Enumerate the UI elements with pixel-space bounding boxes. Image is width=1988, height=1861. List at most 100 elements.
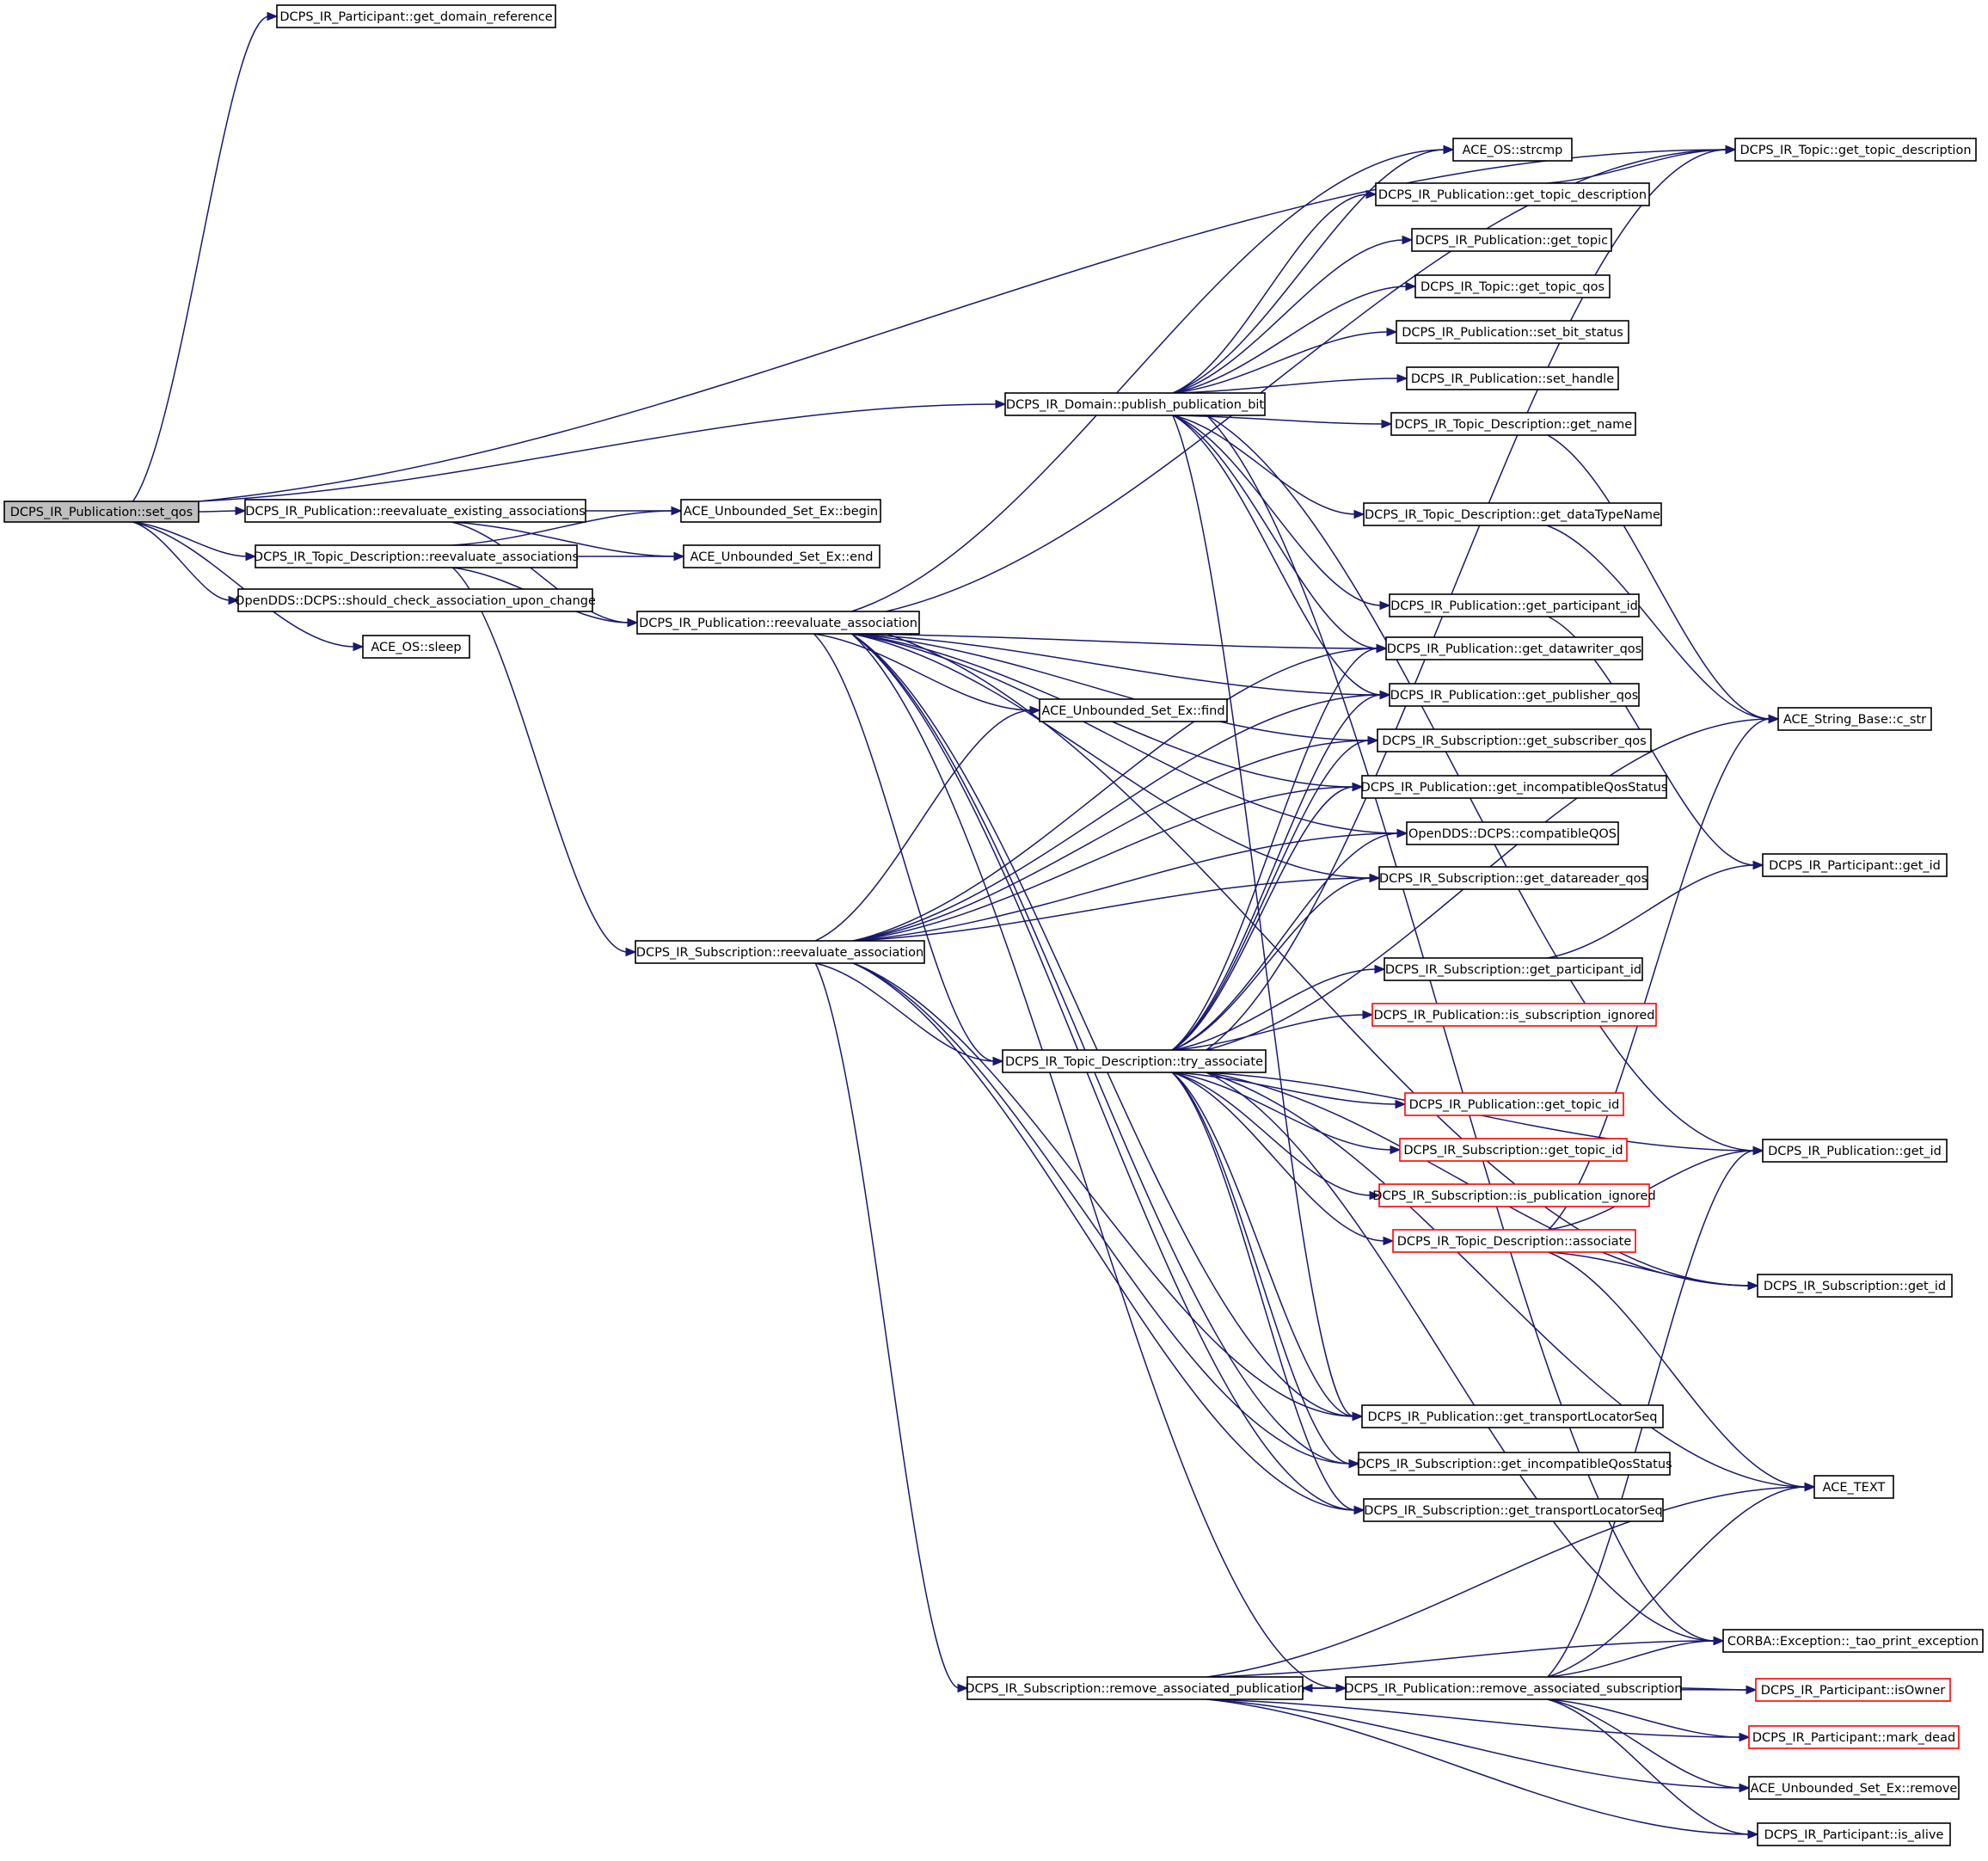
node-box — [636, 611, 920, 635]
node-box — [1371, 1003, 1657, 1027]
call-edge-try_associate-to-pub_get_transportLocatorSeq — [1171, 1072, 1364, 1422]
node-remove-associated-publication[interactable]: DCPS_IR_Subscription::remove_associated_… — [965, 1676, 1305, 1700]
call-edge-publish_publication_bit-to-td_get_dataTypeName — [1172, 415, 1365, 519]
node-label: CORBA::Exception::_tao_print_exception — [1727, 1635, 1979, 1649]
call-edge-td_get_name-to-c_str — [1547, 434, 1780, 724]
node-try-associate[interactable]: DCPS_IR_Topic_Description::try_associate — [1002, 1049, 1267, 1073]
node-pub-get-transportLocatorSeq[interactable]: DCPS_IR_Publication::get_transportLocato… — [1361, 1404, 1664, 1428]
node-pub-get-topic[interactable]: DCPS_IR_Publication::get_topic — [1411, 228, 1612, 252]
node-box — [1392, 1229, 1636, 1253]
node-get-publisher-qos[interactable]: DCPS_IR_Publication::get_publisher_qos — [1389, 683, 1640, 707]
node-mark-dead[interactable]: DCPS_IR_Participant::mark_dead — [1748, 1725, 1960, 1749]
node-sub-get-transportLocatorSeq[interactable]: DCPS_IR_Subscription::get_transportLocat… — [1363, 1498, 1664, 1522]
node-label: DCPS_IR_Publication::get_topic_descripti… — [1378, 188, 1647, 202]
node-td-get-name[interactable]: DCPS_IR_Topic_Description::get_name — [1390, 412, 1636, 436]
node-get-domain-reference[interactable]: DCPS_IR_Participant::get_domain_referenc… — [276, 4, 556, 28]
node-sub-reevaluate-association[interactable]: DCPS_IR_Subscription::reevaluate_associa… — [635, 940, 925, 964]
node-box — [255, 544, 578, 568]
node-box — [1406, 366, 1619, 390]
node-compatibleQOS[interactable]: OpenDDS::DCPS::compatibleQOS — [1406, 821, 1619, 845]
node-box — [1748, 1725, 1960, 1749]
node-set-remove[interactable]: ACE_Unbounded_Set_Ex::remove — [1748, 1776, 1960, 1800]
node-box — [1722, 1629, 1984, 1653]
node-td-associate[interactable]: DCPS_IR_Topic_Description::associate — [1392, 1229, 1636, 1253]
node-should-check[interactable]: OpenDDS::DCPS::should_check_association_… — [235, 588, 596, 612]
node-sub-get-incompatibleQosStatus[interactable]: DCPS_IR_Subscription::get_incompatibleQo… — [1356, 1452, 1672, 1476]
node-label: ACE_Unbounded_Set_Ex::find — [1041, 704, 1224, 718]
node-label: DCPS_IR_Subscription::get_incompatibleQo… — [1356, 1458, 1672, 1471]
call-edge-sub_get_participant_id-to-part_get_id — [1547, 860, 1764, 959]
node-strcmp[interactable]: ACE_OS::strcmp — [1452, 138, 1573, 162]
call-edge-set_qos-to-should_check — [132, 521, 240, 605]
node-box — [1002, 1049, 1267, 1073]
node-c-str[interactable]: ACE_String_Base::c_str — [1777, 707, 1932, 731]
node-is-subscription-ignored[interactable]: DCPS_IR_Publication::is_subscription_ign… — [1371, 1003, 1657, 1027]
node-get-datawriter-qos[interactable]: DCPS_IR_Publication::get_datawriter_qos — [1385, 636, 1643, 660]
node-label: DCPS_IR_Participant::get_id — [1769, 859, 1941, 873]
node-isOwner[interactable]: DCPS_IR_Participant::isOwner — [1755, 1678, 1951, 1702]
call-edge-publish_publication_bit-to-pub_get_topic_description — [1172, 189, 1377, 394]
node-box — [1406, 821, 1619, 845]
node-td-get-dataTypeName[interactable]: DCPS_IR_Topic_Description::get_dataTypeN… — [1363, 502, 1662, 526]
node-pub-get-topic-description[interactable]: DCPS_IR_Publication::get_topic_descripti… — [1375, 182, 1650, 206]
node-tao-print-exception[interactable]: CORBA::Exception::_tao_print_exception — [1722, 1629, 1984, 1653]
call-edge-publish_publication_bit-to-pub_get_transportLocatorSeq — [1172, 415, 1364, 1422]
node-is-publication-ignored[interactable]: DCPS_IR_Subscription::is_publication_ign… — [1372, 1183, 1656, 1207]
node-box — [1757, 1274, 1953, 1298]
node-box — [1396, 320, 1629, 344]
node-pub-get-id[interactable]: DCPS_IR_Publication::get_id — [1762, 1139, 1948, 1163]
node-find[interactable]: ACE_Unbounded_Set_Ex::find — [1039, 698, 1228, 722]
node-box — [1389, 593, 1640, 617]
node-publish-publication-bit[interactable]: DCPS_IR_Domain::publish_publication_bit — [1004, 392, 1266, 416]
call-edge-remove_associated_publication-to-mark_dead — [1206, 1698, 1751, 1742]
node-box — [3, 501, 199, 523]
node-set-qos[interactable]: DCPS_IR_Publication::set_qos — [3, 501, 199, 523]
node-label: DCPS_IR_Subscription::is_publication_ign… — [1372, 1189, 1655, 1203]
node-pub-get-participant-id[interactable]: DCPS_IR_Publication::get_participant_id — [1389, 593, 1640, 617]
node-topic-get-topic-description[interactable]: DCPS_IR_Topic::get_topic_description — [1734, 138, 1977, 162]
node-topic-get-topic-qos[interactable]: DCPS_IR_Topic::get_topic_qos — [1414, 274, 1611, 298]
node-label: DCPS_IR_Subscription::get_transportLocat… — [1364, 1504, 1662, 1518]
node-set-begin[interactable]: ACE_Unbounded_Set_Ex::begin — [680, 499, 881, 523]
node-box — [237, 588, 593, 612]
node-label: OpenDDS::DCPS::should_check_association_… — [235, 594, 596, 608]
node-label: DCPS_IR_Publication::get_incompatibleQos… — [1361, 781, 1668, 795]
node-label: DCPS_IR_Publication::get_id — [1768, 1145, 1942, 1158]
call-edge-remove_associated_publication-to-tao_print_exception — [1206, 1636, 1725, 1678]
node-box — [1361, 775, 1667, 799]
call-edge-try_associate-to-pub_get_topic_id — [1172, 1072, 1407, 1109]
node-label: ACE_Unbounded_Set_Ex::remove — [1751, 1782, 1958, 1796]
node-box — [1375, 182, 1650, 206]
node-pub-get-incompatibleQosStatus[interactable]: DCPS_IR_Publication::get_incompatibleQos… — [1361, 775, 1668, 799]
call-edge-try_associate-to-is_subscription_ignored — [1172, 1010, 1374, 1051]
node-ace-text[interactable]: ACE_TEXT — [1813, 1475, 1894, 1499]
node-label: DCPS_IR_Topic_Description::try_associate — [1005, 1055, 1263, 1069]
node-set-handle[interactable]: DCPS_IR_Publication::set_handle — [1406, 366, 1619, 390]
node-pub-get-topic-id[interactable]: DCPS_IR_Publication::get_topic_id — [1404, 1092, 1624, 1116]
node-box — [1361, 1404, 1664, 1428]
node-remove-associated-subscription[interactable]: DCPS_IR_Publication::remove_associated_s… — [1344, 1676, 1683, 1700]
node-reevaluate-existing-associations[interactable]: DCPS_IR_Publication::reevaluate_existing… — [244, 499, 586, 523]
call-edge-sub_reevaluate_association-to-pub_get_transportLocatorSeq — [852, 962, 1364, 1422]
node-label: DCPS_IR_Publication::reevaluate_existing… — [245, 505, 586, 519]
node-pub-reevaluate-association[interactable]: DCPS_IR_Publication::reevaluate_associat… — [636, 611, 920, 635]
node-sleep[interactable]: ACE_OS::sleep — [362, 635, 470, 659]
node-set-end[interactable]: ACE_Unbounded_Set_Ex::end — [683, 544, 880, 568]
node-part-get-id[interactable]: DCPS_IR_Participant::get_id — [1762, 853, 1948, 877]
node-sub-get-participant-id[interactable]: DCPS_IR_Subscription::get_participant_id — [1384, 957, 1643, 981]
node-get-datareader-qos[interactable]: DCPS_IR_Subscription::get_datareader_qos — [1378, 866, 1648, 890]
call-edge-try_associate-to-compatibleQOS — [1171, 828, 1408, 1051]
call-edge-publish_publication_bit-to-set_handle — [1172, 373, 1408, 394]
node-label: DCPS_IR_Topic_Description::get_dataTypeN… — [1365, 508, 1660, 522]
node-sub-get-topic-id[interactable]: DCPS_IR_Subscription::get_topic_id — [1399, 1138, 1628, 1162]
node-label: DCPS_IR_Publication::set_handle — [1411, 372, 1614, 386]
call-edge-td_reevaluate_associations-to-set_begin — [452, 506, 683, 546]
node-is-alive[interactable]: DCPS_IR_Participant::is_alive — [1757, 1822, 1951, 1846]
node-set-bit-status[interactable]: DCPS_IR_Publication::set_bit_status — [1396, 320, 1629, 344]
node-label: DCPS_IR_Participant::is_alive — [1764, 1828, 1944, 1842]
node-box — [1404, 1092, 1624, 1116]
node-sub-get-id[interactable]: DCPS_IR_Subscription::get_id — [1757, 1274, 1953, 1298]
node-get-subscriber-qos[interactable]: DCPS_IR_Subscription::get_subscriber_qos — [1377, 728, 1652, 752]
call-edge-sub_reevaluate_association-to-get_publisher_qos — [853, 690, 1391, 942]
node-td-reevaluate-associations[interactable]: DCPS_IR_Topic_Description::reevaluate_as… — [254, 544, 579, 568]
